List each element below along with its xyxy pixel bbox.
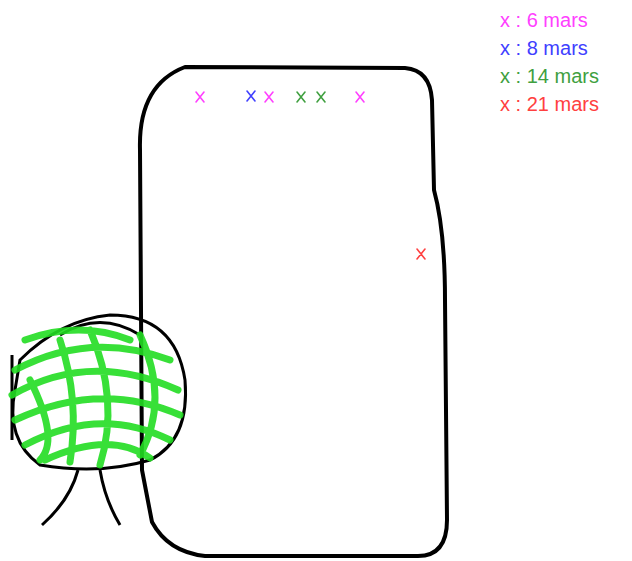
legend-text: x : 6 mars	[500, 9, 588, 31]
legend-entry: x : 21 mars	[500, 90, 599, 118]
legend-entry: x : 8 mars	[500, 34, 599, 62]
legend-text: x : 21 mars	[500, 93, 599, 115]
legend-text: x : 8 mars	[500, 37, 588, 59]
legend-text: x : 14 mars	[500, 65, 599, 87]
region-outline	[140, 67, 447, 556]
legend-entry: x : 14 mars	[500, 62, 599, 90]
tree-symbol	[12, 315, 186, 525]
legend: x : 6 mars x : 8 mars x : 14 mars x : 21 ma…	[500, 6, 599, 118]
legend-entry: x : 6 mars	[500, 6, 599, 34]
date-marks	[196, 91, 425, 259]
